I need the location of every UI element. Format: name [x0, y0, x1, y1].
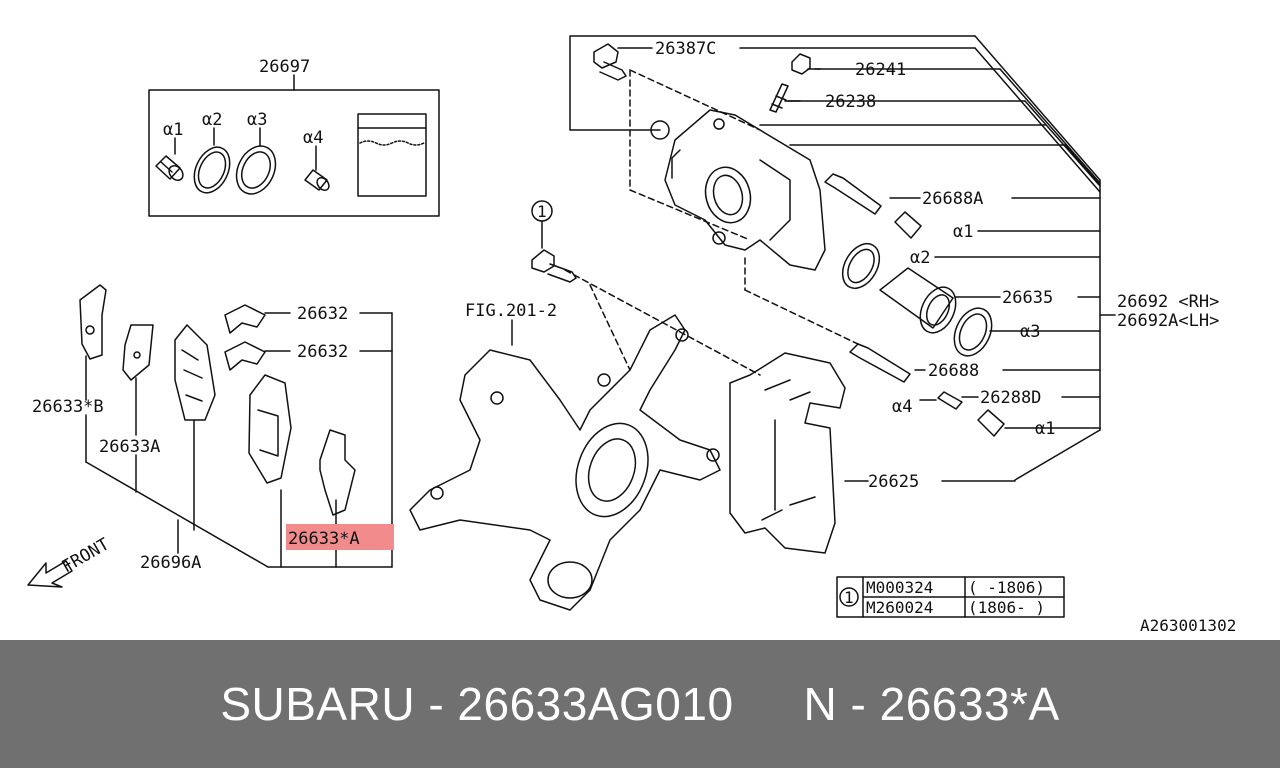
table-range-2: (1806- ) — [968, 598, 1045, 617]
shim-26633B — [79, 284, 107, 360]
table-callout: 1 — [844, 588, 854, 607]
part-footer: SUBARU - 26633AG010 N - 26633*A — [0, 640, 1280, 768]
kit-seal-part — [235, 145, 277, 195]
kit-sleeve-part — [304, 169, 330, 192]
part-table — [836, 576, 1065, 618]
piston-ring-a2 — [841, 242, 881, 290]
sleeve-a4 — [937, 391, 963, 410]
caliper-body — [664, 109, 826, 271]
label-a4: α4 — [892, 397, 912, 417]
label-26633-A-highlight: 26633*A — [288, 529, 360, 549]
shim-26633A-highlight — [319, 429, 356, 516]
guide-pin-26688 — [849, 343, 911, 383]
boot-a1-top — [894, 211, 922, 239]
label-26696A: 26696A — [140, 553, 201, 573]
brake-pad-outer — [248, 374, 292, 484]
grease-pack — [357, 113, 427, 197]
knuckle-bolt — [531, 249, 577, 283]
bolt-26387C — [593, 43, 627, 81]
table-part-2: M260024 — [866, 598, 933, 617]
label-a1-top: α1 — [953, 222, 973, 242]
label-26633A-pad: 26633A — [99, 437, 160, 457]
label-26688A: 26688A — [922, 189, 983, 209]
footer-brand-part: SUBARU - 26633AG010 — [220, 678, 734, 730]
label-kit-a1: α1 — [163, 120, 183, 140]
label-26241: 26241 — [855, 60, 906, 80]
label-front: FRONT — [59, 534, 113, 577]
shim-26633A — [122, 324, 154, 381]
label-26688: 26688 — [928, 361, 979, 381]
label-26697: 26697 — [259, 57, 310, 77]
label-26632-top: 26632 — [297, 304, 348, 324]
table-range-1: ( -1806) — [968, 578, 1045, 597]
label-a3: α3 — [1020, 322, 1040, 342]
label-26635: 26635 — [1002, 288, 1053, 308]
table-part-1: M000324 — [866, 578, 933, 597]
label-26692a-lh: 26692A<LH> — [1117, 311, 1219, 331]
brake-pad-inner — [174, 324, 216, 421]
label-callout: 1 — [537, 202, 547, 221]
label-fig: FIG.201-2 — [465, 301, 557, 321]
caliper-support — [729, 352, 846, 554]
label-kit-a2: α2 — [202, 110, 222, 130]
highlight-box — [286, 524, 394, 550]
label-26625: 26625 — [868, 472, 919, 492]
label-26632-bottom: 26632 — [297, 342, 348, 362]
guide-pin-26688A — [824, 173, 882, 215]
ball-part — [650, 120, 670, 140]
front-arrow-icon — [27, 560, 73, 588]
footer-ref-part: N - 26633*A — [803, 678, 1060, 730]
boot-a1-bottom — [977, 409, 1005, 437]
kit-box — [148, 89, 440, 217]
kit-boot-part — [155, 155, 184, 181]
label-a1-bottom: α1 — [1035, 419, 1055, 439]
label-a2: α2 — [910, 248, 930, 268]
kit-ring-part — [193, 146, 231, 194]
clip-bottom — [224, 341, 266, 371]
label-ref-code: A263001302 — [1140, 616, 1236, 635]
label-kit-a3: α3 — [247, 110, 267, 130]
bleeder-cap — [791, 53, 811, 75]
steering-knuckle — [409, 314, 721, 611]
bleeder-screw — [769, 83, 789, 113]
label-26238: 26238 — [825, 92, 876, 112]
label-26633B: 26633*B — [32, 397, 104, 417]
label-26387C: 26387C — [655, 39, 716, 59]
clip-top — [224, 304, 266, 334]
parts-diagram: 26697 α1 α2 α3 α4 26387C 26241 26238 266… — [27, 35, 1236, 635]
label-26692-rh: 26692 <RH> — [1117, 292, 1219, 312]
label-kit-a4: α4 — [303, 128, 323, 148]
piston-seal-a3 — [953, 307, 993, 357]
piston — [879, 267, 957, 334]
label-26288D: 26288D — [980, 388, 1041, 408]
